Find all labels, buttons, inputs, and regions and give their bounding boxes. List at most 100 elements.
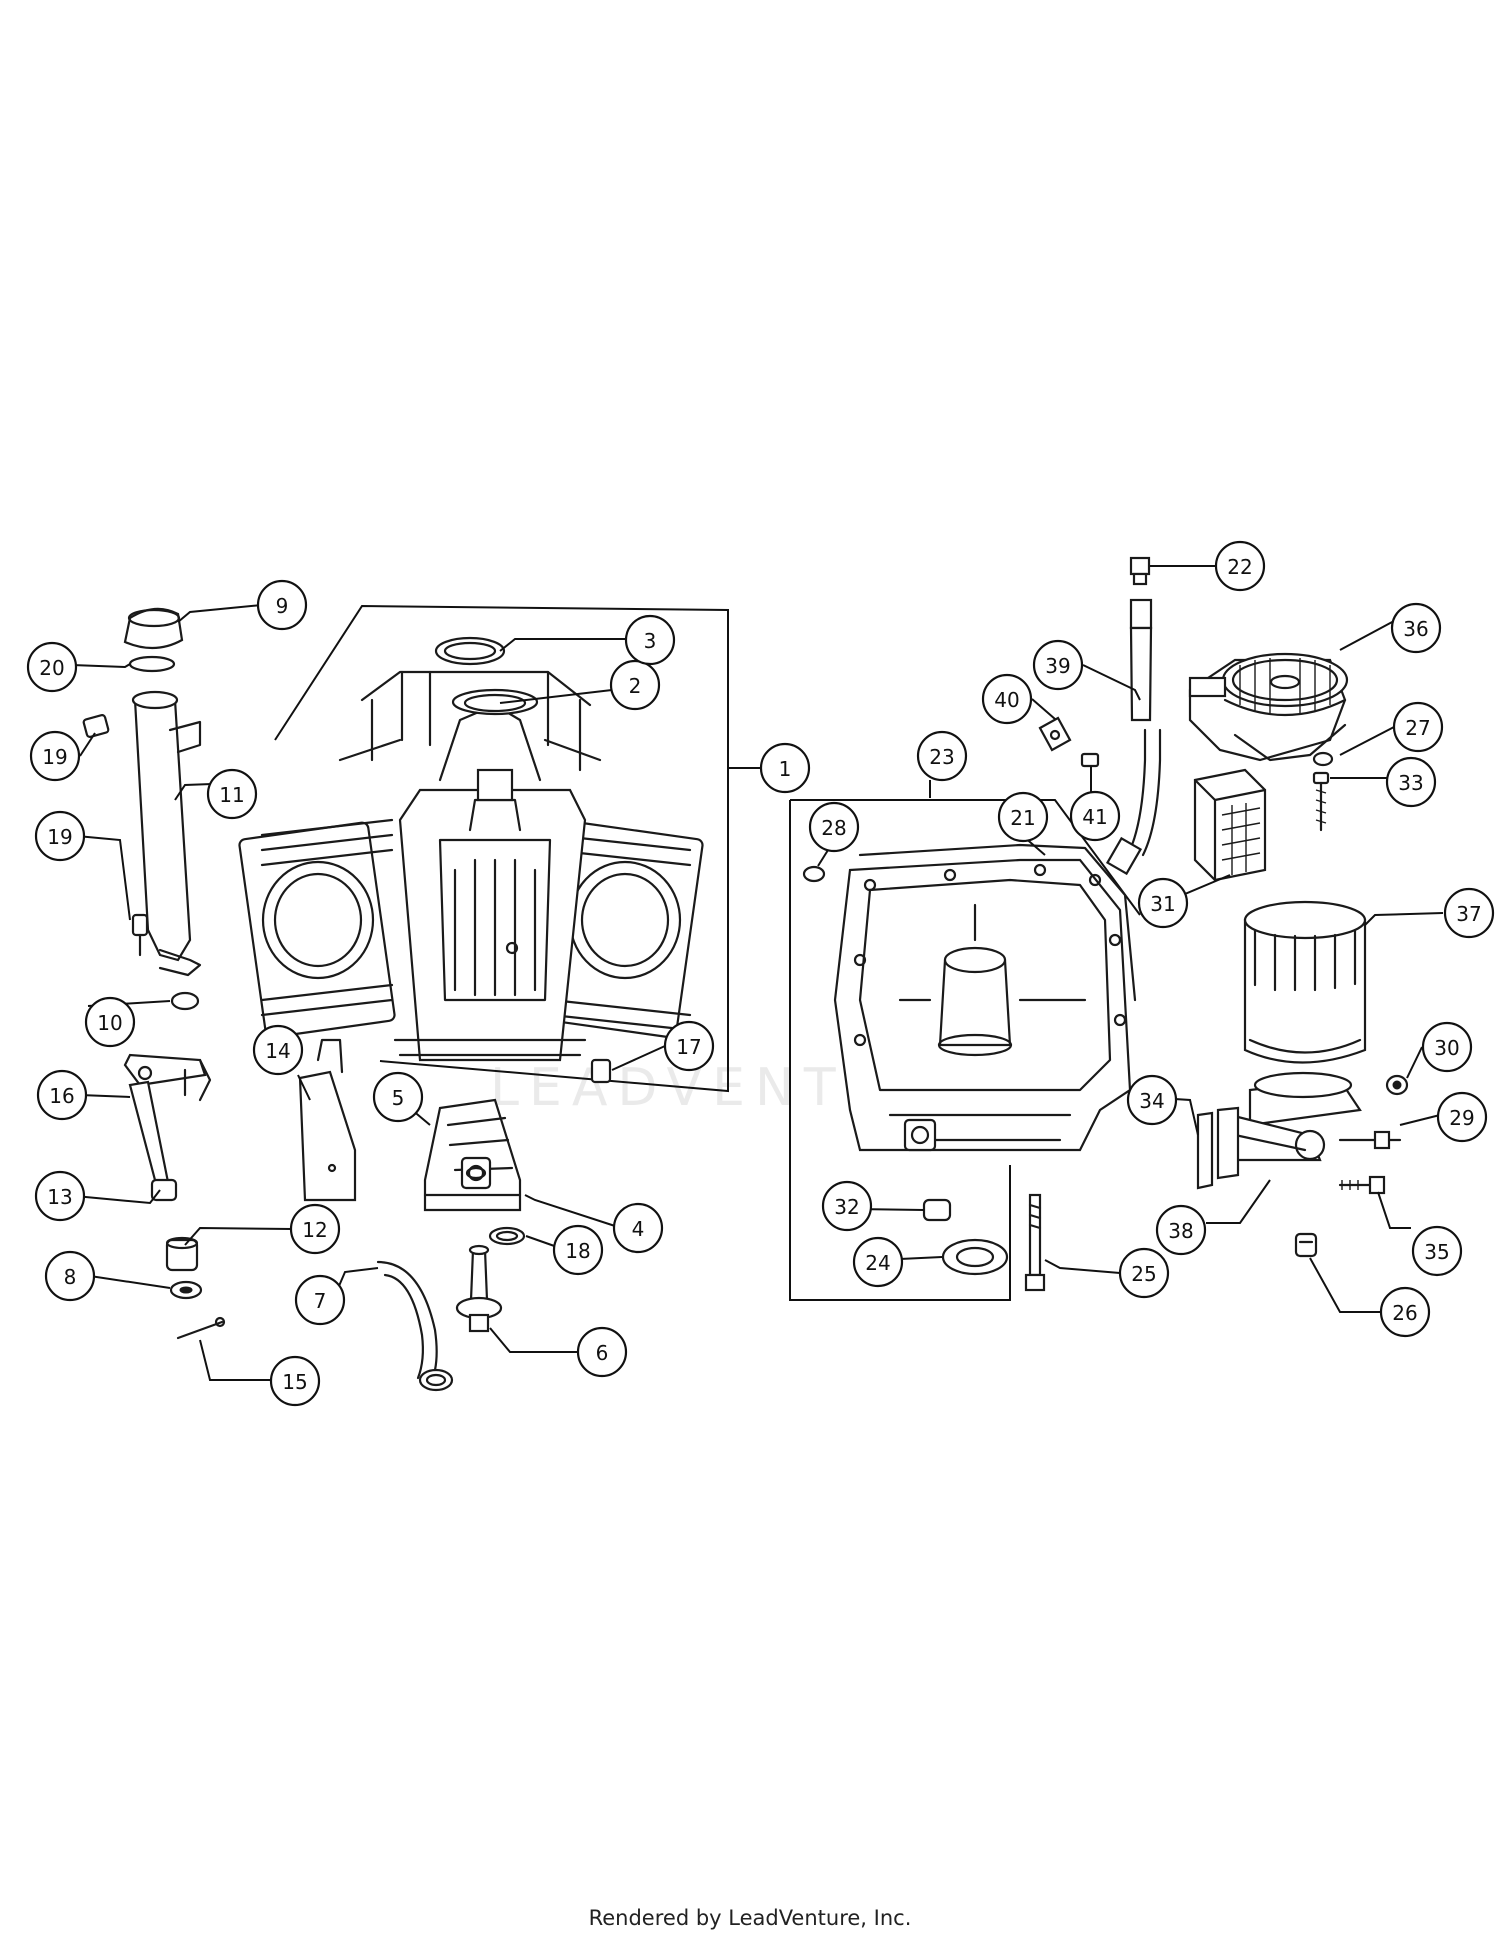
breather-hose-part[interactable] <box>376 1260 454 1392</box>
callout-11[interactable]: 11 <box>206 768 258 820</box>
crankcase-gasket-part[interactable] <box>858 843 1137 1002</box>
dipstick-tube-part[interactable] <box>131 690 202 977</box>
callout-number: 17 <box>676 1035 701 1059</box>
callout-2[interactable]: 2 <box>609 659 661 711</box>
callout-40[interactable]: 40 <box>981 673 1033 725</box>
pump-washer-part[interactable] <box>1312 751 1334 767</box>
callout-20[interactable]: 20 <box>26 641 78 693</box>
callout-36[interactable]: 36 <box>1390 602 1442 654</box>
filter-nut-part[interactable] <box>1385 1074 1409 1096</box>
tube-bolt-part[interactable] <box>82 714 149 957</box>
adapter-gasket-part[interactable] <box>1196 1106 1240 1190</box>
callout-24[interactable]: 24 <box>852 1236 904 1288</box>
callout-circle <box>372 1071 424 1123</box>
callout-32[interactable]: 32 <box>821 1180 873 1232</box>
callout-39[interactable]: 39 <box>1032 639 1084 691</box>
callout-circle <box>1118 1247 1170 1299</box>
crankcase-cover-part[interactable] <box>833 858 1132 1152</box>
seal-ring-part[interactable] <box>434 636 506 666</box>
callout-6[interactable]: 6 <box>576 1326 628 1378</box>
callout-37[interactable]: 37 <box>1443 887 1495 939</box>
callout-number: 34 <box>1139 1089 1164 1113</box>
breather-body-part[interactable] <box>423 1098 522 1212</box>
callout-19b[interactable]: 19 <box>34 810 86 862</box>
governor-shaft-part[interactable] <box>455 1244 503 1333</box>
callout-35[interactable]: 35 <box>1411 1225 1463 1277</box>
governor-arm-part[interactable] <box>123 1053 212 1184</box>
callout-1[interactable]: 1 <box>759 742 811 794</box>
callout-19a[interactable]: 19 <box>29 730 81 782</box>
small-washer-part[interactable] <box>802 865 826 883</box>
callout-14[interactable]: 14 <box>252 1024 304 1076</box>
oil-seal-part[interactable] <box>463 693 527 713</box>
drain-plug-part[interactable] <box>1294 1232 1318 1258</box>
callout-33[interactable]: 33 <box>1385 756 1437 808</box>
callout-17[interactable]: 17 <box>663 1020 715 1072</box>
washer-part[interactable] <box>170 991 200 1011</box>
callout-number: 28 <box>821 816 846 840</box>
callout-28[interactable]: 28 <box>808 801 860 853</box>
oil-hose-part[interactable] <box>1105 598 1162 876</box>
adapter-bolt-part[interactable] <box>1338 1175 1386 1195</box>
callout-number: 31 <box>1150 892 1175 916</box>
cotter-pin-part[interactable] <box>176 1316 226 1340</box>
callout-22[interactable]: 22 <box>1214 540 1266 592</box>
sleeve-bushing-part[interactable] <box>922 1198 952 1222</box>
callout-number: 12 <box>302 1218 327 1242</box>
breather-o-ring-part[interactable] <box>488 1226 526 1246</box>
callout-4[interactable]: 4 <box>612 1202 664 1254</box>
sleeve-part[interactable] <box>165 1236 199 1272</box>
filter-adapter-part[interactable] <box>1228 1071 1362 1162</box>
callout-3[interactable]: 3 <box>624 614 676 666</box>
callout-circle <box>609 659 661 711</box>
cylinder-block-part[interactable] <box>238 670 704 1062</box>
dipstick-cap-part[interactable] <box>123 607 184 650</box>
callout-circle <box>289 1203 341 1255</box>
retaining-washer-part[interactable] <box>169 1280 203 1300</box>
breather-gasket-part[interactable] <box>465 1166 487 1180</box>
callout-circle <box>1443 887 1495 939</box>
callout-31[interactable]: 31 <box>1137 877 1189 929</box>
callout-30[interactable]: 30 <box>1421 1021 1473 1073</box>
callout-number: 32 <box>834 1195 859 1219</box>
callout-circle <box>1392 701 1444 753</box>
callout-34[interactable]: 34 <box>1126 1074 1178 1126</box>
callout-41[interactable]: 41 <box>1069 790 1121 842</box>
callout-circle <box>1379 1286 1431 1338</box>
callout-21[interactable]: 21 <box>997 791 1049 843</box>
callout-10[interactable]: 10 <box>84 996 136 1048</box>
hose-fitting-part[interactable] <box>1129 556 1151 586</box>
oil-filter-part[interactable] <box>1243 900 1367 1064</box>
o-ring-part[interactable] <box>128 655 176 673</box>
callout-circle <box>612 1202 664 1254</box>
adapter-fitting-part[interactable] <box>1338 1130 1402 1150</box>
callout-26[interactable]: 26 <box>1379 1286 1431 1338</box>
oil-strainer-part[interactable] <box>1193 768 1267 882</box>
callout-29[interactable]: 29 <box>1436 1091 1488 1143</box>
callout-9[interactable]: 9 <box>256 579 308 631</box>
callout-12[interactable]: 12 <box>289 1203 341 1255</box>
crankcase-bolt-part[interactable] <box>1024 1193 1046 1292</box>
callout-16[interactable]: 16 <box>36 1069 88 1121</box>
callout-23[interactable]: 23 <box>916 730 968 782</box>
callout-38[interactable]: 38 <box>1155 1204 1207 1256</box>
callout-18[interactable]: 18 <box>552 1224 604 1276</box>
pump-screw-part[interactable] <box>1312 771 1330 832</box>
callout-number: 38 <box>1168 1219 1193 1243</box>
callout-number: 15 <box>282 1370 307 1394</box>
callout-13[interactable]: 13 <box>34 1170 86 1222</box>
breather-cover-part[interactable] <box>298 1038 357 1202</box>
hose-clamp-part[interactable] <box>1038 716 1072 752</box>
callout-7[interactable]: 7 <box>294 1274 346 1326</box>
callout-number: 26 <box>1392 1301 1417 1325</box>
callout-15[interactable]: 15 <box>269 1355 321 1407</box>
callout-5[interactable]: 5 <box>372 1071 424 1123</box>
crank-oil-seal-part[interactable] <box>941 1238 1009 1276</box>
clamp-screw-part[interactable] <box>1080 752 1100 768</box>
oil-pump-part[interactable] <box>1188 652 1349 762</box>
dowel-pin-part[interactable] <box>590 1058 612 1084</box>
callout-27[interactable]: 27 <box>1392 701 1444 753</box>
callout-25[interactable]: 25 <box>1118 1247 1170 1299</box>
callout-8[interactable]: 8 <box>44 1250 96 1302</box>
bushing-part[interactable] <box>150 1178 178 1202</box>
